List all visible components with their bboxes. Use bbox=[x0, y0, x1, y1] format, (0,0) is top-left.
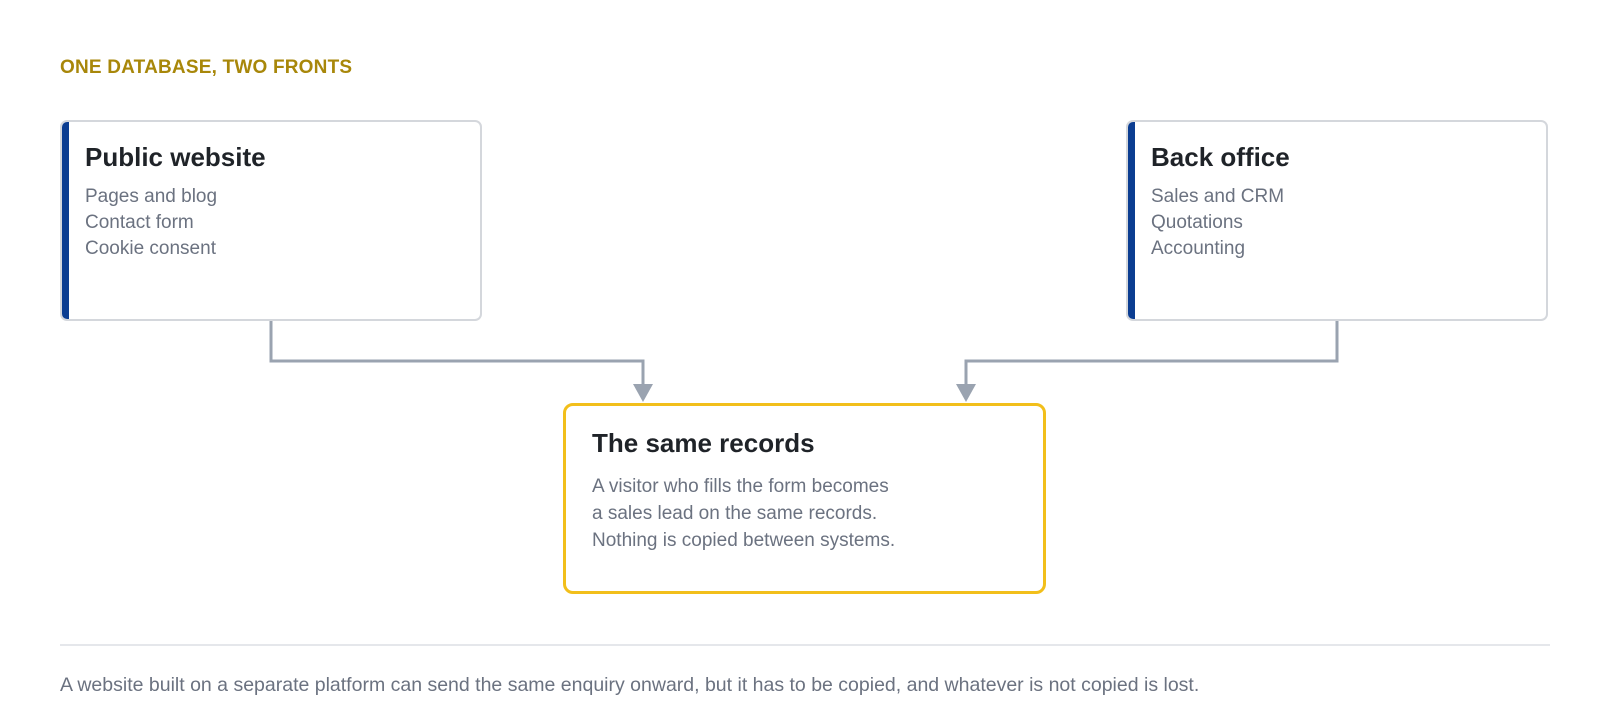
diagram-eyebrow-title: ONE DATABASE, TWO FRONTS bbox=[60, 57, 353, 78]
node-item-list: Pages and blog Contact form Cookie conse… bbox=[85, 184, 217, 262]
node-description-line: a sales lead on the same records. bbox=[592, 503, 878, 524]
node-item: Cookie consent bbox=[85, 238, 216, 259]
footnote-text: A website built on a separate platform c… bbox=[60, 674, 1200, 696]
node-title: Back office bbox=[1151, 142, 1290, 172]
connector-public-to-records bbox=[269, 321, 645, 386]
arrowhead-backoffice-to-records bbox=[956, 384, 976, 402]
node-item: Pages and blog bbox=[85, 186, 218, 207]
node-item: Accounting bbox=[1151, 238, 1246, 259]
node-title: Public website bbox=[85, 142, 266, 172]
node-item-list: Sales and CRM Quotations Accounting bbox=[1151, 184, 1284, 262]
node-item: Contact form bbox=[85, 212, 194, 233]
node-title: The same records bbox=[592, 428, 815, 458]
node-public-website: Public website Pages and blog Contact fo… bbox=[60, 120, 482, 321]
node-accent-bar bbox=[62, 122, 69, 319]
node-description: A visitor who fills the form becomes a s… bbox=[592, 473, 895, 554]
arrowhead-public-to-records bbox=[633, 384, 653, 402]
node-accent-bar bbox=[1128, 122, 1135, 319]
node-item: Quotations bbox=[1151, 212, 1243, 233]
node-back-office: Back office Sales and CRM Quotations Acc… bbox=[1126, 120, 1548, 321]
node-item: Sales and CRM bbox=[1151, 186, 1285, 207]
connector-backoffice-to-records bbox=[964, 321, 1339, 386]
node-description-line: Nothing is copied between systems. bbox=[592, 530, 896, 551]
node-shared-records: The same records A visitor who fills the… bbox=[563, 403, 1046, 594]
footer-divider bbox=[60, 644, 1550, 646]
node-description-line: A visitor who fills the form becomes bbox=[592, 476, 889, 497]
